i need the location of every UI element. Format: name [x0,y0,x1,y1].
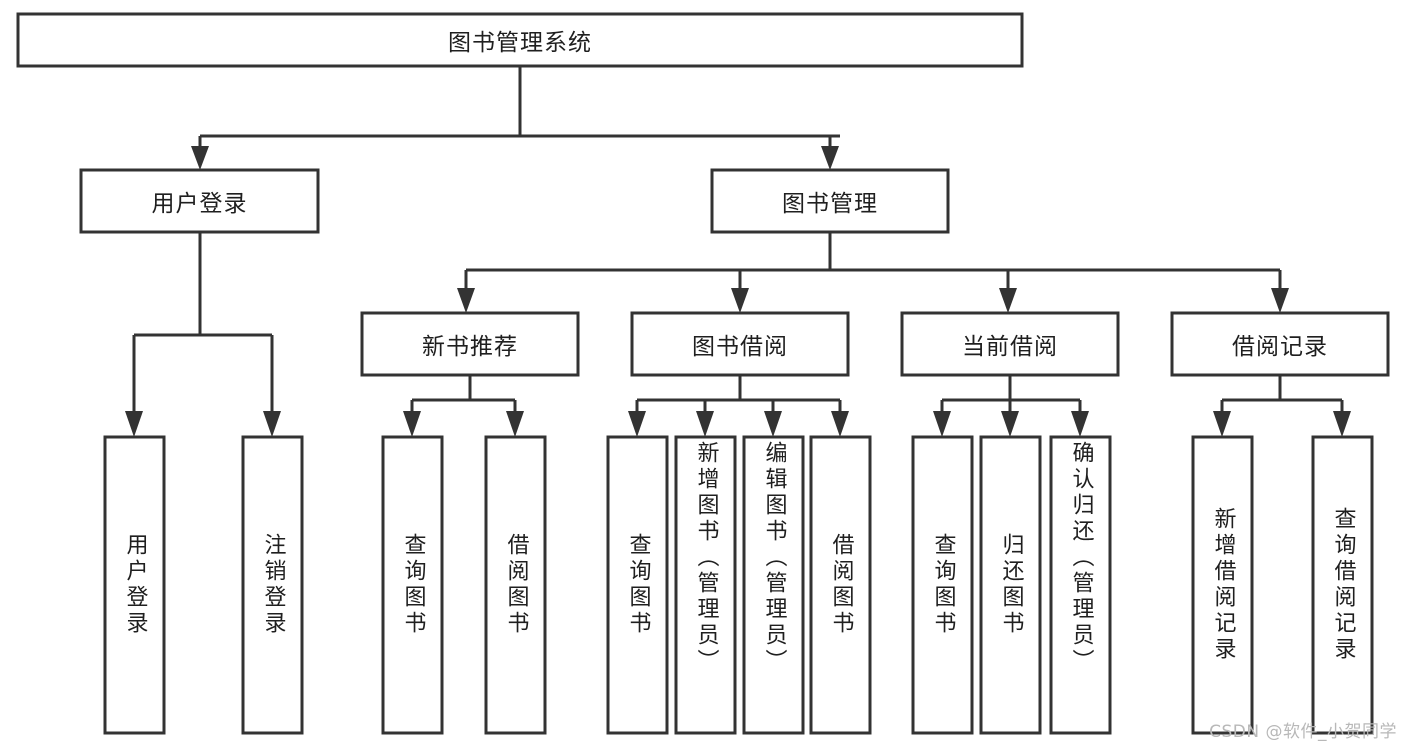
leaf-new-book-0[interactable] [381,435,444,735]
connectors-bookmgmt-to-level3 [457,232,1289,313]
connectors-newbook-to-leaves [403,375,524,437]
leaf-user-login-0[interactable] [103,435,166,735]
node-current-borrow[interactable] [900,311,1120,377]
connectors-currentborrow-to-leaves [933,375,1089,437]
connectors-bookborrow-to-leaves [628,375,849,437]
node-book-borrow[interactable] [630,311,850,377]
node-borrow-records[interactable] [1170,311,1390,377]
node-book-management[interactable] [710,168,950,234]
node-new-book-recommend[interactable] [360,311,580,377]
node-root[interactable] [16,12,1024,68]
leaf-current-borrow-2[interactable] [1049,435,1112,735]
leaf-new-book-1[interactable] [484,435,547,735]
leaf-book-borrow-1[interactable] [674,435,737,735]
connectors-borrowrecords-to-leaves [1213,375,1351,437]
connectors-root-to-level2 [191,66,840,170]
watermark: CSDN @软件_小贺同学 [1209,722,1397,742]
leaf-book-borrow-0[interactable] [606,435,669,735]
leaf-book-borrow-2[interactable] [742,435,805,735]
leaf-user-login-1[interactable] [241,435,304,735]
leaf-borrow-records-0[interactable] [1191,435,1254,735]
leaf-book-borrow-3[interactable] [809,435,872,735]
leaf-current-borrow-1[interactable] [979,435,1042,735]
leaf-borrow-records-1[interactable] [1311,435,1374,735]
node-user-login[interactable] [79,168,320,234]
leaf-current-borrow-0[interactable] [911,435,974,735]
connectors-userlogin-to-leaves [125,232,281,437]
